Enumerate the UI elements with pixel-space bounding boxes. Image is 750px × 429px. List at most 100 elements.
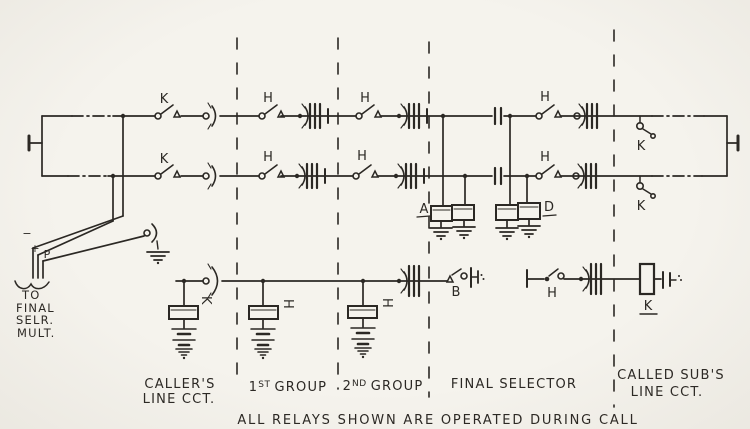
wiper-arc [304,106,309,126]
contact-blade [361,104,375,115]
wire [298,163,303,169]
contact-label: H [540,90,550,105]
contact-point [202,112,210,120]
wire [301,123,306,129]
junction-dot [260,278,266,284]
contact-point [143,229,151,237]
wire [542,214,557,217]
wire [400,288,405,294]
relay-label-k: K [198,296,213,305]
wire [416,215,431,218]
contact-armature [445,274,455,283]
contact-point [535,172,543,180]
relay-label-h: H [280,299,295,309]
contact-label: H [357,149,367,164]
contact-blade [548,268,559,277]
junction-dot [396,113,402,119]
contact-armature [276,169,286,178]
wire [207,292,212,299]
junction-dot [294,173,300,179]
relay-coil [430,205,453,222]
contact-label: H [540,150,550,165]
wire [582,286,587,292]
junction-dot [482,278,485,280]
relay-coil [347,305,378,319]
wiper-arc [211,165,217,187]
relay-label-h: H [379,298,394,308]
contact-armature [172,109,182,118]
wiper-arc [581,106,586,126]
contact-armature [276,109,286,118]
wire [301,103,306,109]
contact-armature [370,169,380,178]
contact-point [635,182,644,191]
wire [207,123,212,130]
brace [14,280,50,290]
contact-blade [642,128,652,135]
junction-dot [462,236,466,240]
relay-coil [451,204,475,221]
contact-point [635,122,644,131]
contact-label: H [263,91,273,106]
relay-coil [168,305,199,320]
wire [207,162,212,169]
junction-dot [680,279,682,281]
contact-point [649,133,656,140]
junction-dot [156,261,160,265]
wire [37,220,114,256]
contact-point [572,172,580,180]
contact-point [573,112,581,120]
contact-point [154,112,162,120]
contact-label-b: B [452,285,461,300]
relay-label-a: A [420,202,429,217]
contact-label-h: H [547,286,557,301]
contact-point [154,172,162,180]
contact-armature [553,169,563,178]
contact-blade [642,188,652,195]
relay-label-k: K [644,299,653,314]
junction-dot [261,356,265,360]
wire-tag-negative: − [22,227,31,240]
relay-coil [638,262,656,296]
wire [207,102,212,109]
wire [207,183,212,190]
junction-dot [439,237,443,241]
wiper-arc [211,105,217,127]
wire [298,183,303,189]
contact-blade [264,164,278,175]
contact-blade [451,268,462,276]
junction-dot [505,237,509,241]
junction-dot [297,113,303,119]
wiper-arc [301,166,306,186]
contact-label: H [263,150,273,165]
junction-dot [360,278,366,284]
wire [582,266,587,272]
wire [577,163,582,169]
contact-blade [358,164,372,175]
wire [207,263,212,270]
contact-blade [264,104,278,115]
relay-coil [495,204,519,221]
junction-dot [678,275,680,277]
relay-coil [248,305,279,320]
relay-coil [517,202,541,220]
wiper-arc [403,106,408,126]
contact-label: K [637,139,646,154]
wiper-arc [151,223,158,243]
wire [42,235,145,262]
junction-dot [527,235,531,239]
contact-point [355,112,363,120]
contact-point [258,172,266,180]
contact-armature [553,109,563,118]
relay-label-d: D [544,200,554,215]
contact-point [258,112,266,120]
contact-blade [160,164,174,175]
contact-blade [541,164,555,175]
contact-point [535,112,543,120]
contact-label: K [637,199,646,214]
junction-dot [181,278,187,284]
contact-point [460,272,468,280]
wiper-arc [400,166,405,186]
wire [578,103,583,109]
